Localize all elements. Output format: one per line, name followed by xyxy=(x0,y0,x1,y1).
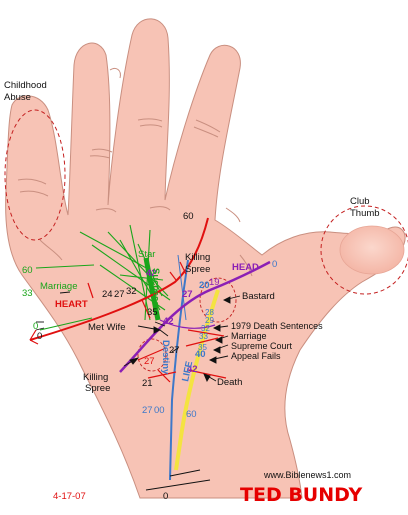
number-28: 28 xyxy=(205,308,214,317)
head-line xyxy=(119,260,271,373)
date-label: 4-17-07 xyxy=(53,491,86,502)
met-wife-label: Met Wife xyxy=(88,322,125,333)
met-wife-circle xyxy=(137,338,167,372)
number-60-top: 60 xyxy=(183,211,194,222)
number-0-left-green: 0 xyxy=(33,321,38,332)
number-42-b: 42 xyxy=(163,316,174,327)
head-branch xyxy=(159,319,216,329)
number-0-left-black: 0 xyxy=(37,331,42,342)
number-32-b: 32 xyxy=(201,324,210,333)
number-32-a: 32 xyxy=(126,286,137,297)
number-35-b: 35 xyxy=(198,343,207,352)
number-60-left: 60 xyxy=(22,265,33,276)
marriage-left-label: Marriage xyxy=(40,281,78,292)
club-thumb-label-1: Club xyxy=(350,196,370,207)
success-label: Success xyxy=(150,268,161,307)
number-42-c: 42 xyxy=(187,364,198,375)
number-27-d: 27 xyxy=(142,405,153,416)
annotation-arrows xyxy=(123,295,241,382)
number-60-bottom: 60 xyxy=(186,409,197,420)
number-42-a: 42 xyxy=(146,268,157,279)
number-27-purple: 27 xyxy=(182,289,193,300)
number-00: 00 xyxy=(154,405,165,416)
number-33-left: 33 xyxy=(22,288,33,299)
childhood-abuse-circle xyxy=(4,109,66,241)
appeal-fails-label: Appeal Fails xyxy=(231,351,281,361)
tick-lines xyxy=(35,291,211,491)
number-35: 35 xyxy=(147,307,158,318)
killing-spree-top-2: Spree xyxy=(185,264,210,275)
marriage-right-label: Marriage xyxy=(231,331,267,341)
title-label: TED BUNDY xyxy=(240,484,363,506)
heart-line xyxy=(29,217,209,341)
supreme-court-label: Supreme Court xyxy=(231,341,293,351)
number-0-head: 0 xyxy=(272,259,277,270)
number-19: 19 xyxy=(209,277,220,288)
finger-creases xyxy=(17,67,253,277)
number-24: 24 xyxy=(102,289,113,300)
number-21: 21 xyxy=(142,378,153,389)
life-label: LIFE xyxy=(180,360,195,382)
number-27-b: 27 xyxy=(169,345,180,356)
bastard-circle xyxy=(199,277,237,323)
killing-spree-top-1: Killing xyxy=(185,252,210,263)
death-sentences-label: 1979 Death Sentences xyxy=(231,321,323,331)
head-label: HEAD xyxy=(232,262,259,273)
number-27-a: 27 xyxy=(114,289,125,300)
childhood-abuse-label-2: Abuse xyxy=(4,92,31,103)
killing-spree-bottom-2: Spree xyxy=(85,383,110,394)
childhood-abuse-label-1: Childhood xyxy=(4,80,47,91)
number-0-bottom: 0 xyxy=(163,491,168,502)
number-20: 20 xyxy=(199,280,210,291)
club-thumb-label-2: Thumb xyxy=(350,208,380,219)
killing-spree-bottom-1: Killing xyxy=(83,372,108,383)
website-label: www.Biblenews1.com xyxy=(263,470,351,480)
success-line xyxy=(143,257,161,321)
number-33-b: 33 xyxy=(199,332,208,341)
heart-line-arrow xyxy=(29,329,39,345)
destiny-label: Destiny xyxy=(160,340,171,375)
destiny-fork xyxy=(177,254,187,321)
red-marks xyxy=(87,261,227,383)
star-label: Star xyxy=(138,249,155,260)
bastard-label: Bastard xyxy=(242,291,275,302)
life-line xyxy=(174,289,220,471)
number-27-c: 27 xyxy=(144,356,155,367)
number-40: 40 xyxy=(195,349,206,360)
club-thumb-tip xyxy=(339,225,405,275)
death-label: Death xyxy=(217,377,242,388)
destiny-line xyxy=(169,259,189,481)
hand-shape xyxy=(5,18,406,499)
number-29: 29 xyxy=(205,316,214,325)
heart-label: HEART xyxy=(55,299,88,310)
